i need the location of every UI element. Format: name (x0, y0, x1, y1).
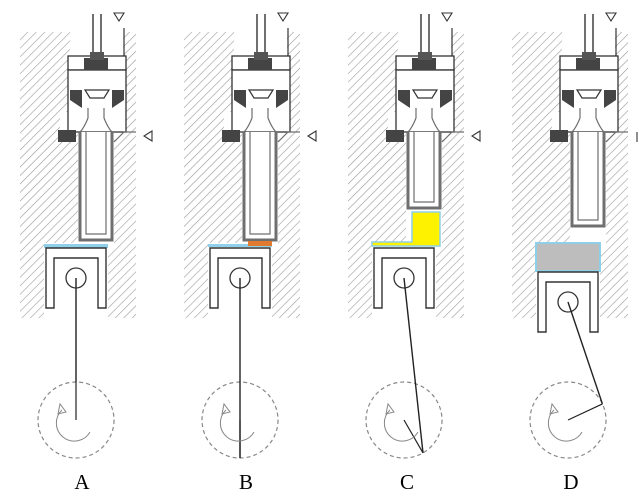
valve-block-d (550, 55, 619, 142)
panel-b (184, 12, 317, 459)
outlet-port-d (605, 131, 628, 143)
outlet-port-a (113, 131, 136, 143)
outlet-port-b (277, 131, 300, 143)
inlet-stem-a (90, 14, 125, 60)
triangle-left-icon (142, 130, 153, 142)
triangle-left-icon (470, 130, 481, 142)
crank-wheel-d (529, 381, 607, 459)
outlet-port-c (441, 131, 464, 143)
crank-c (365, 277, 443, 459)
cylinder-housing-a (20, 32, 136, 318)
plunger-tube-a (78, 108, 114, 242)
chamber-fill-c (371, 211, 441, 247)
crank-wheel-c (365, 381, 443, 459)
plunger-tube-d (570, 108, 606, 228)
triangle-down-icon (605, 12, 617, 23)
valve-block-a (58, 55, 127, 142)
panel-c (348, 12, 481, 459)
crank-b (201, 278, 279, 459)
valve-block-b (222, 55, 291, 142)
inlet-stem-b (254, 14, 289, 60)
counterclockwise-arrow-icon (219, 409, 255, 442)
counterclockwise-arrow-icon (55, 409, 91, 442)
crank-a (37, 278, 115, 459)
triangle-down-icon (277, 12, 289, 23)
crank-arm-d (567, 403, 603, 421)
chamber-fill-b (208, 241, 272, 247)
triangle-down-icon (441, 12, 453, 23)
cylinder-housing-d (512, 32, 628, 318)
inlet-stem-d (582, 14, 617, 60)
counterclockwise-arrow-icon (547, 409, 583, 442)
counterclockwise-arrow-icon (383, 409, 419, 442)
plunger-tube-b (242, 108, 278, 242)
triangle-left-icon (306, 130, 317, 142)
cylinder-housing-c (348, 32, 464, 318)
piston-c (373, 247, 435, 309)
panel-label-d: D (563, 470, 579, 494)
crank-arm-c (403, 419, 424, 454)
panel-label-a: A (74, 470, 90, 494)
crank-d (529, 301, 607, 459)
panel-d (512, 12, 638, 459)
plunger-tube-c (406, 108, 442, 210)
valve-block-c (386, 55, 455, 142)
panel-label-c: C (399, 470, 414, 494)
connecting-rod-d (567, 301, 604, 405)
chamber-fill-d (535, 242, 601, 272)
chamber-fill-a (44, 244, 108, 248)
panel-a (20, 12, 153, 459)
inlet-stem-c (418, 14, 453, 60)
cylinder-housing-b (184, 32, 300, 318)
panel-label-b: B (238, 470, 253, 494)
triangle-down-icon (113, 12, 125, 23)
connecting-rod-c (403, 277, 424, 453)
